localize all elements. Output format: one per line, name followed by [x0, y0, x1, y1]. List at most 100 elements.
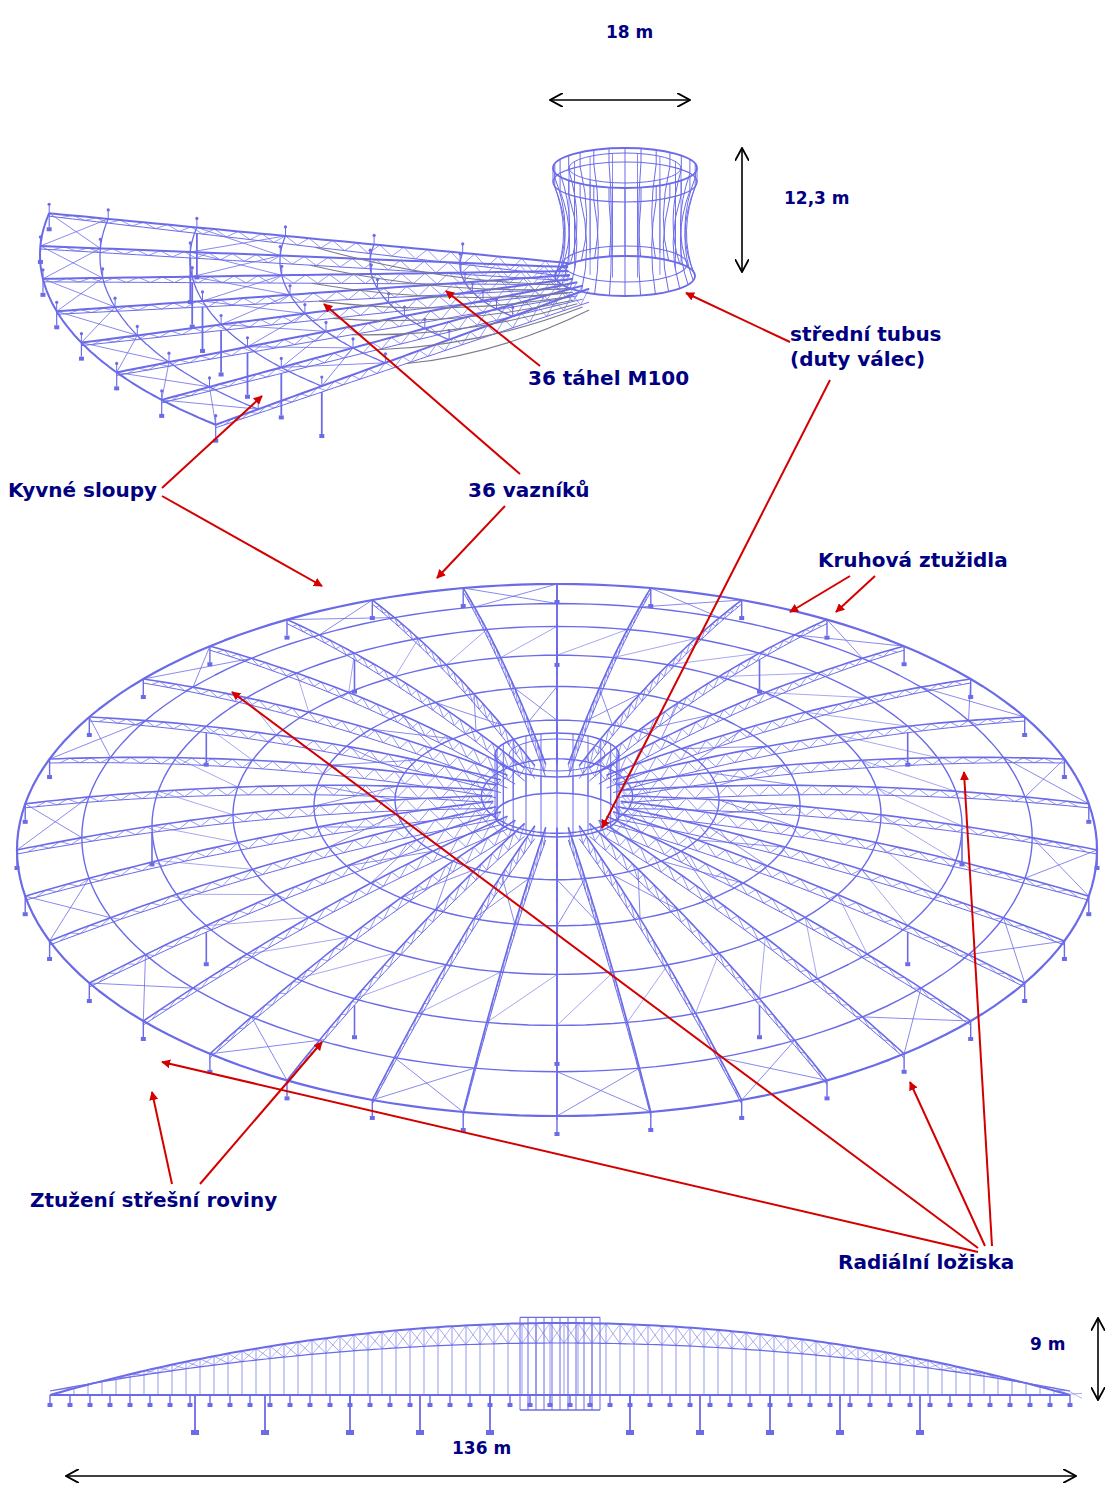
edge-column: [161, 400, 162, 414]
radial-bearing: [448, 1403, 453, 1407]
central-tube-member: [528, 1317, 529, 1410]
roof-bracing: [252, 1017, 288, 1081]
truss-web: [171, 286, 582, 401]
purlin-node: [99, 238, 102, 241]
roof-bracing: [599, 688, 612, 725]
truss-member: [270, 1344, 284, 1358]
dimension-label: 136 m: [452, 1438, 511, 1459]
truss-member: [368, 1333, 369, 1395]
purlin-node: [208, 376, 211, 379]
hinged-column: [556, 1032, 558, 1062]
edge-column: [556, 1116, 557, 1132]
truss-member: [452, 1326, 466, 1344]
truss-member: [326, 1336, 340, 1353]
edge-column: [1088, 896, 1089, 912]
column-base: [245, 395, 250, 399]
truss-web: [61, 216, 569, 276]
truss-member: [732, 1331, 746, 1349]
radial-bearing: [1062, 957, 1067, 961]
dimension-label: 18 m: [606, 22, 653, 43]
truss-member: [410, 1328, 424, 1347]
edge-column: [372, 1100, 373, 1116]
radial-bearing: [668, 1403, 673, 1407]
radial-bearing: [808, 1403, 813, 1407]
radial-bearing: [888, 1403, 893, 1407]
roof-bracing: [612, 875, 678, 910]
radial-bearing: [825, 636, 830, 640]
truss-member: [676, 1327, 677, 1395]
edge-column: [909, 1395, 910, 1403]
dimension-line: [550, 99, 690, 101]
hinged-column: [354, 1005, 356, 1035]
truss-member: [102, 1378, 116, 1382]
central-tube-member: [584, 1317, 585, 1410]
radial-bearing: [848, 1403, 853, 1407]
truss-member: [956, 1370, 970, 1372]
radial-bearing: [1022, 733, 1027, 737]
truss-member: [270, 1346, 271, 1395]
purlin-node: [115, 362, 118, 365]
radial-bearing: [1086, 820, 1091, 824]
truss-bottom-chord: [568, 840, 651, 1116]
central-tube-member: [495, 755, 496, 815]
edge-column: [949, 1395, 950, 1403]
purlin-node: [39, 235, 42, 238]
purlin-node: [189, 241, 192, 244]
truss-bottom-chord: [599, 650, 904, 784]
truss-member: [396, 1330, 397, 1395]
truss-member: [998, 1376, 1012, 1381]
roof-bracing: [347, 851, 433, 866]
edge-column: [556, 584, 557, 600]
roof-bracing: [627, 965, 668, 1023]
edge-column: [749, 1395, 750, 1403]
truss-member: [788, 1337, 802, 1353]
column-base: [219, 372, 224, 376]
truss-bottom-chord: [49, 216, 569, 277]
purlin-node: [288, 284, 291, 287]
roof-bracing: [81, 343, 169, 363]
column-base: [204, 763, 209, 767]
roof-bracing: [210, 1040, 320, 1054]
central-tube-member: [675, 162, 676, 258]
roof-bracing: [395, 1058, 464, 1112]
edge-column: [1064, 941, 1065, 957]
purlin-node: [351, 337, 354, 340]
roof-bracing: [318, 785, 395, 800]
truss-member: [886, 1355, 900, 1363]
truss-member: [466, 1325, 467, 1395]
truss-member: [256, 1349, 257, 1395]
truss-member: [578, 1323, 592, 1343]
hinged-column: [206, 932, 208, 962]
truss-web: [292, 823, 524, 1077]
edge-column: [829, 1395, 830, 1403]
truss-web: [55, 271, 569, 285]
central-tube-member: [526, 736, 527, 796]
truss-member: [858, 1348, 872, 1361]
truss-web: [589, 823, 821, 1077]
radial-bearing: [648, 1403, 653, 1407]
tie-rod: [312, 283, 569, 297]
edge-column: [549, 1395, 550, 1403]
roof-bracing: [89, 717, 110, 758]
edge-column: [1024, 983, 1025, 999]
roof-bracing: [89, 983, 193, 988]
dimension-lines: [66, 100, 1098, 1476]
purlin-node: [195, 217, 198, 220]
edge-column: [209, 1054, 210, 1070]
truss-member: [480, 1325, 494, 1344]
radial-bearing: [968, 695, 973, 699]
roof-bracing: [557, 1072, 651, 1112]
truss-member: [424, 1328, 425, 1395]
edge-column: [209, 646, 210, 662]
truss-member: [522, 1323, 523, 1395]
truss-bottom-chord: [287, 836, 525, 1084]
truss-member: [606, 1324, 620, 1344]
truss-member: [816, 1343, 830, 1355]
roof-bracing: [319, 600, 372, 635]
central-tube-member: [600, 1317, 601, 1410]
truss-member: [830, 1343, 831, 1395]
roof-bracing: [501, 626, 557, 657]
leader-line: [602, 380, 830, 828]
truss-member: [956, 1366, 957, 1395]
truss-member: [130, 1371, 144, 1377]
